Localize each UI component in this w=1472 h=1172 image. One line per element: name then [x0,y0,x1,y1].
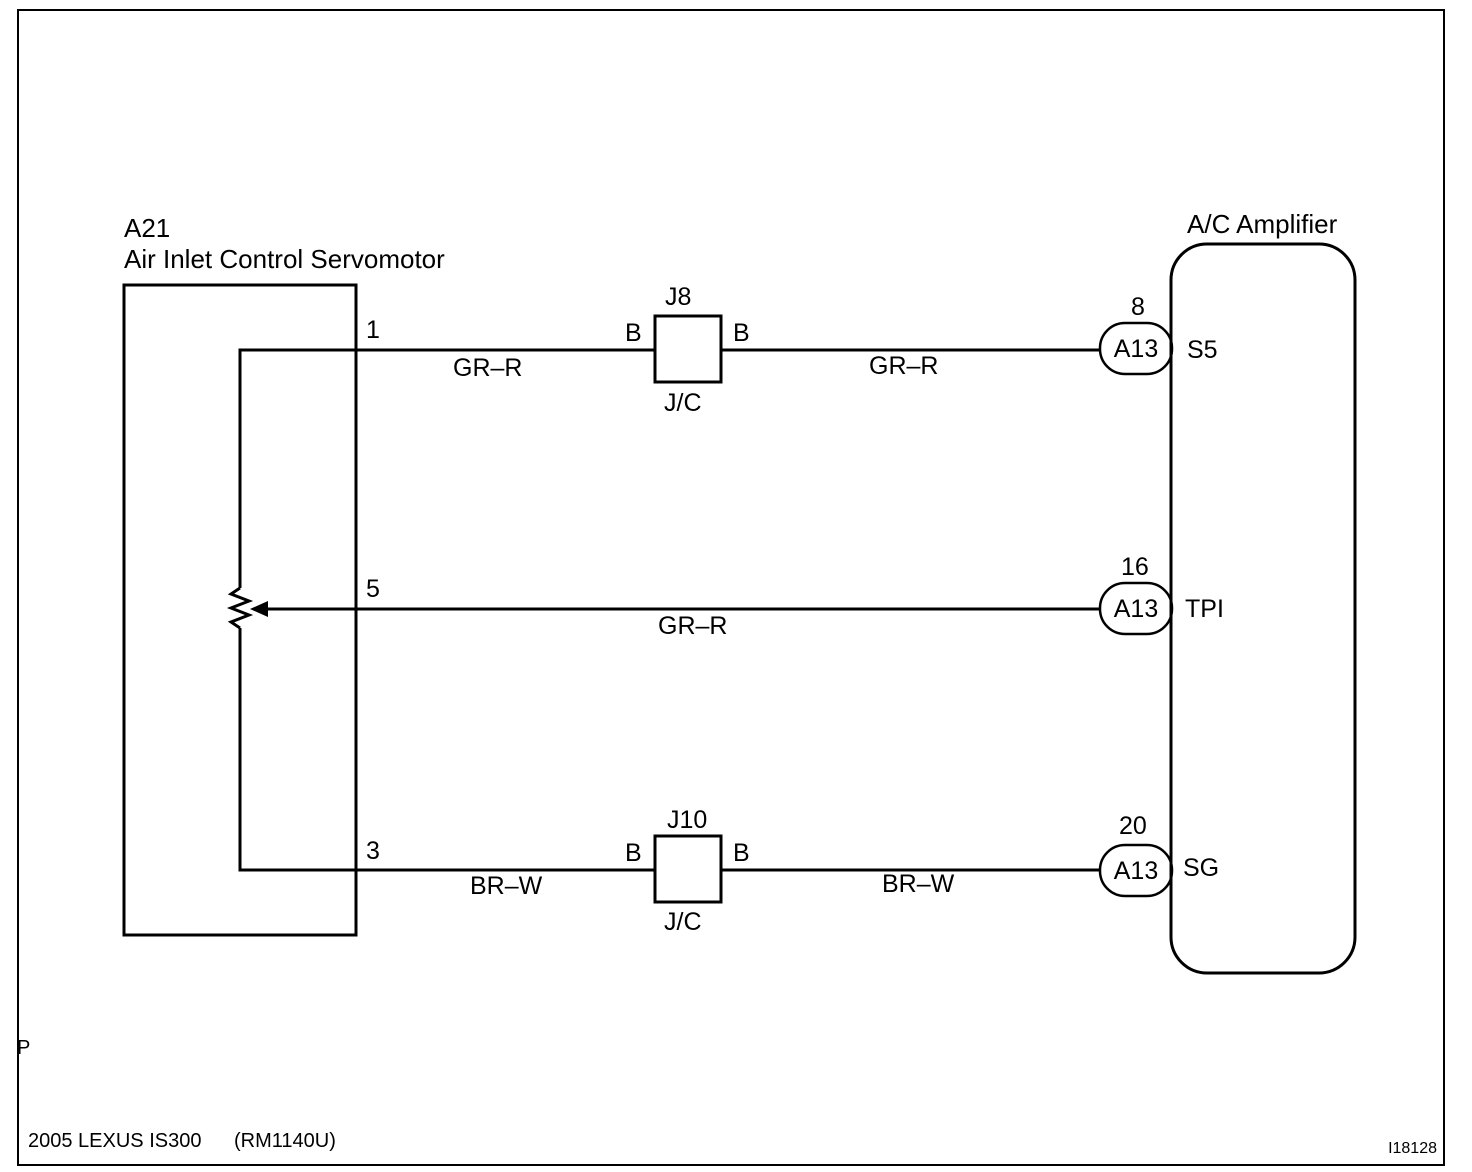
figure-id: I18128 [1388,1140,1437,1157]
wire-color-label: GR–R [869,352,938,380]
wire-color-label: GR–R [658,612,727,640]
connector-pin-8: 8 [1131,293,1145,321]
j8-pin-left: B [625,319,642,347]
junction-j8-label: J8 [665,283,691,311]
terminal-sg: SG [1183,854,1219,882]
connector-pin-16: 16 [1121,553,1149,581]
wire-color-label: BR–W [470,872,543,900]
terminal-s5: S5 [1187,336,1218,364]
connector-label: A13 [1114,595,1158,623]
footer-model: 2005 LEXUS IS300 [28,1130,201,1152]
j10-type-label: J/C [664,908,702,936]
j8-pin-right: B [733,319,750,347]
wiper-arrow-icon [250,601,268,617]
wire-color-label: GR–R [453,354,522,382]
j10-pin-left: B [625,839,642,867]
servo-pin-3: 3 [366,837,380,865]
connector-label: A13 [1114,857,1158,885]
servo-pin-5: 5 [366,575,380,603]
connector-pin-20: 20 [1119,812,1147,840]
j8-type-label: J/C [664,389,702,417]
junction-j10-box [653,834,723,904]
servomotor-name: Air Inlet Control Servomotor [124,244,445,274]
potentiometer-icon [226,586,254,630]
servo-pin-1: 1 [366,316,380,344]
servo-internal-wire [238,348,356,588]
wire-color-label: BR–W [882,870,955,898]
connector-label: A13 [1114,335,1158,363]
servomotor-code: A21 [124,213,170,243]
junction-j10-label: J10 [667,806,707,834]
terminal-tpi: TPI [1185,595,1224,623]
diagram-frame [17,9,1445,1166]
amplifier-name: A/C Amplifier [1187,209,1338,239]
footer-left-mark: P [17,1037,30,1059]
junction-j8-box [653,314,723,384]
footer-manual: (RM1140U) [234,1130,336,1152]
amplifier-box [1169,242,1357,975]
j10-pin-right: B [733,839,750,867]
servo-internal-wire-lower [238,628,356,872]
